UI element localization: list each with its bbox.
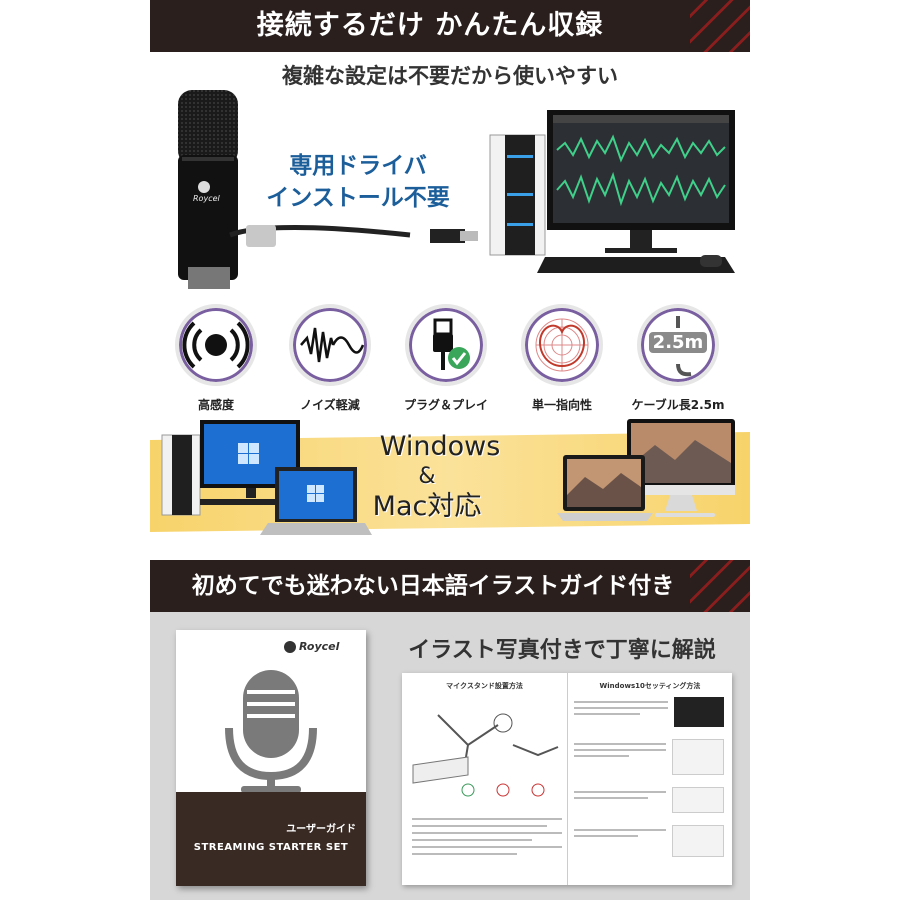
feature-cable-length: 2.5m ケーブル長2.5m xyxy=(630,304,726,413)
user-guide-booklet: Roycel ユーザーガイド STREAMING STARTER SET xyxy=(176,630,366,886)
usb-plug-check-icon xyxy=(405,304,487,386)
microphone-icon xyxy=(225,670,317,793)
feature-label: 高感度 xyxy=(197,398,234,412)
manual-left-title: マイクスタンド設置方法 xyxy=(446,682,523,690)
cable-length-badge: 2.5m xyxy=(649,332,707,353)
manual-right-title: Windows10セッティング方法 xyxy=(599,682,701,690)
os-support-mac: Mac対応 xyxy=(372,491,482,522)
banner-stripe-decoration xyxy=(690,0,750,52)
feature-noise-reduction: ノイズ軽減 xyxy=(282,304,378,413)
top-banner: 接続するだけ かんたん収録 xyxy=(150,0,750,52)
feature-plug-and-play: プラグ＆プレイ xyxy=(398,304,494,413)
cable-icon: 2.5m xyxy=(637,304,719,386)
booklet-brand: Roycel xyxy=(284,640,339,653)
driver-text-line1: 専用ドライバ xyxy=(289,153,427,179)
cardioid-pattern-icon xyxy=(521,304,603,386)
mic-brand-label: Roycel xyxy=(193,194,220,203)
top-banner-title: 接続するだけ かんたん収録 xyxy=(256,10,604,41)
mac-computers-illustration xyxy=(557,419,735,521)
feature-label: プラグ＆プレイ xyxy=(403,398,488,412)
noise-wave-icon xyxy=(289,304,371,386)
booklet-title-en: STREAMING STARTER SET xyxy=(193,842,349,853)
banner-stripe-decoration xyxy=(690,560,750,612)
stand-setup-illustration xyxy=(412,713,559,797)
microphone-illustration xyxy=(178,90,478,289)
os-support-text: Windows & Mac対応 xyxy=(352,432,502,522)
sound-waves-icon xyxy=(175,304,257,386)
guide-subtitle: イラスト写真付きで丁寧に解説 xyxy=(408,638,716,663)
booklet-footer: ユーザーガイド STREAMING STARTER SET xyxy=(176,792,366,886)
feature-label: 単一指向性 xyxy=(531,398,592,412)
desktop-pc-illustration xyxy=(489,110,735,273)
windows-computers-illustration xyxy=(161,420,372,535)
feature-high-sensitivity: 高感度 xyxy=(168,304,264,413)
booklet-logo-icon xyxy=(284,641,296,653)
driver-text: 専用ドライバ インストール不要 xyxy=(258,150,458,214)
booklet-title-jp: ユーザーガイド xyxy=(286,824,356,835)
feature-label: ノイズ軽減 xyxy=(300,398,360,412)
feature-label: ケーブル長2.5m xyxy=(631,398,725,412)
os-support-ampersand: & xyxy=(418,464,436,489)
driver-text-line2: インストール不要 xyxy=(266,185,450,211)
feature-cardioid: 単一指向性 xyxy=(514,304,610,413)
guide-banner-title: 初めてでも迷わない日本語イラストガイド付き xyxy=(191,573,675,599)
guide-banner: 初めてでも迷わない日本語イラストガイド付き xyxy=(150,560,750,612)
manual-page-illustration: マイクスタンド設置方法 Windows10セッティング方法 xyxy=(402,673,732,885)
subtitle: 複雑な設定は不要だから使いやすい xyxy=(282,64,618,88)
os-support-windows: Windows xyxy=(379,431,501,462)
